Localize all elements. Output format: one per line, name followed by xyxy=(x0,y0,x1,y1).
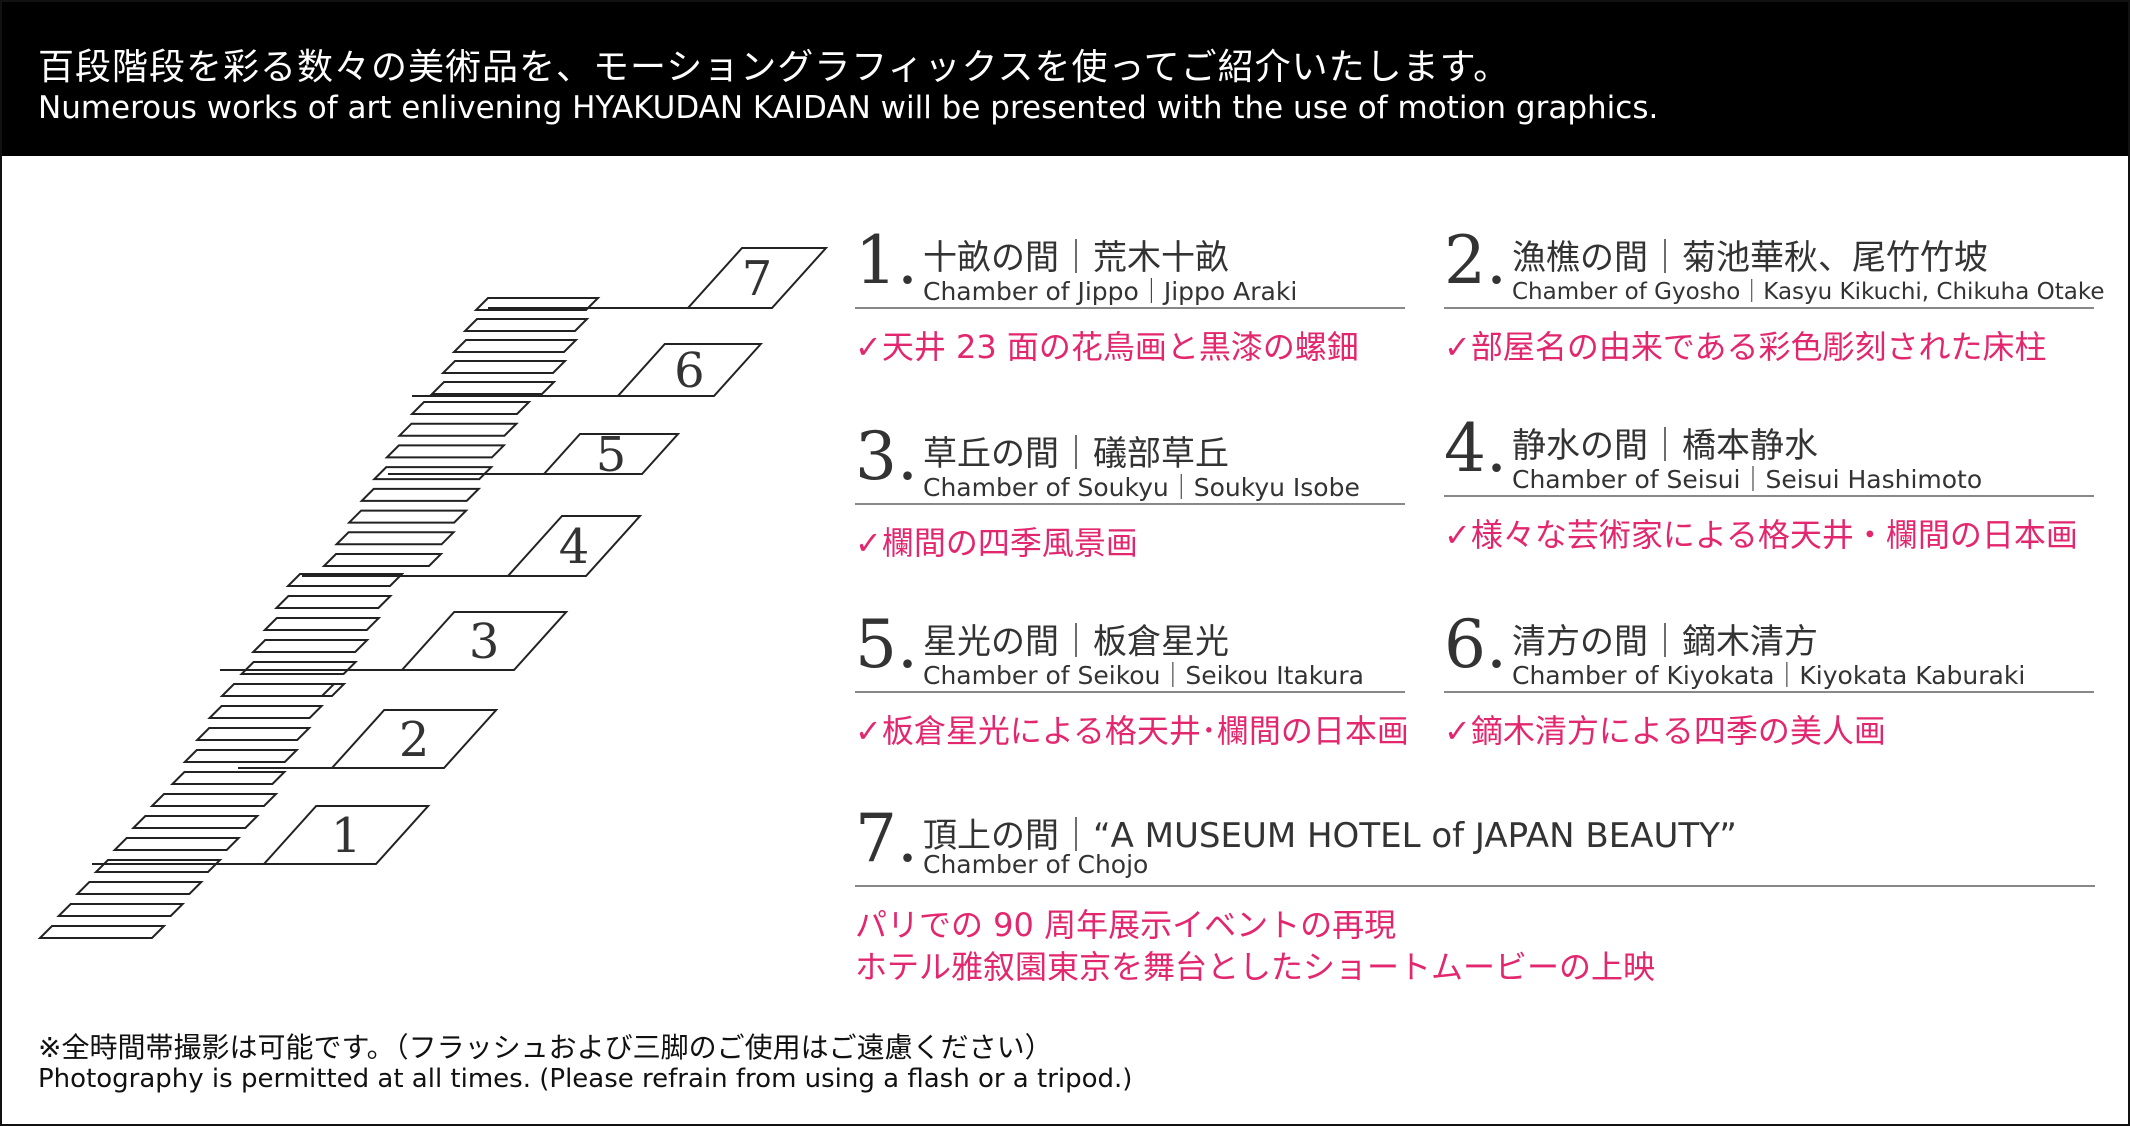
photo-note-jp: ※全時間帯撮影は可能です。（フラッシュおよび三脚のご使用はご遠慮ください） xyxy=(38,1031,1053,1064)
room-4-feature: ✓様々な芸術家による格天井・欄間の日本画 xyxy=(1444,516,2078,554)
landing-floor-6 xyxy=(615,343,764,397)
stair-step-13 xyxy=(321,553,444,567)
stair-step-17 xyxy=(250,639,370,653)
floor-number-4: 4 xyxy=(559,519,590,575)
stair-step-5 xyxy=(429,381,557,395)
room-3-number: 3. xyxy=(855,418,918,495)
floor-number-3: 3 xyxy=(469,614,500,670)
room-2-feature: ✓部屋名の由来である彩色彫刻された床柱 xyxy=(1444,328,2047,366)
stair-step-24 xyxy=(169,771,287,785)
stair-step-7 xyxy=(397,422,519,437)
room-6-title-jp: 清方の間｜鏑木清方 xyxy=(1512,622,1818,662)
room-5-divider xyxy=(855,691,1405,693)
stair-steps xyxy=(37,297,601,939)
room-1-number: 1. xyxy=(855,222,918,299)
landing-floor-1 xyxy=(261,805,431,865)
room-1-title-en: Chamber of Jippo｜Jippo Araki xyxy=(923,277,1298,306)
room-6-title-en: Chamber of Kiyokata｜Kiyokata Kaburaki xyxy=(1512,661,2026,690)
room-7-feature: パリでの 90 周年展示イベントの再現 xyxy=(855,906,1397,944)
landing-floor-4 xyxy=(505,515,643,577)
stair-step-29 xyxy=(93,859,223,873)
room-5-title-en: Chamber of Seikou｜Seikou Itakura xyxy=(923,661,1364,690)
room-2-title-en: Chamber of Gyosho｜Kasyu Kikuchi, Chikuha… xyxy=(1512,279,2105,305)
stair-step-20 xyxy=(219,683,337,697)
room-7-divider xyxy=(855,885,2095,887)
stair-step-10 xyxy=(359,487,482,502)
room-7-number: 7. xyxy=(855,800,918,877)
room-6-feature: ✓鏑木清方による四季の美人画 xyxy=(1444,712,1886,750)
room-7-title-en: Chamber of Chojo xyxy=(923,850,1149,879)
stair-step-21 xyxy=(207,705,325,719)
stair-step-3 xyxy=(451,339,579,353)
room-4-divider xyxy=(1444,495,2094,497)
stair-step-12 xyxy=(334,531,456,546)
header-title-en: Numerous works of art enlivening HYAKUDA… xyxy=(38,90,1659,126)
header-title-jp: 百段階段を彩る数々の美術品を、モーショングラフィックスを使ってご紹介いたします。 xyxy=(38,47,1511,88)
room-4-number: 4. xyxy=(1444,410,1507,487)
stair-step-32 xyxy=(37,925,167,939)
room-2-number: 2. xyxy=(1444,222,1507,299)
landing-floor-5 xyxy=(541,433,681,475)
stair-step-31 xyxy=(56,903,186,917)
stair-step-4 xyxy=(440,360,568,374)
room-5-number: 5. xyxy=(855,606,918,683)
floor-number-7: 7 xyxy=(742,251,773,307)
room-1-title-jp: 十畝の間｜荒木十畝 xyxy=(923,238,1229,278)
room-4-title-jp: 静水の間｜橋本静水 xyxy=(1512,426,1818,466)
room-3-title-jp: 草丘の間｜礒部草丘 xyxy=(923,434,1229,474)
landing-floor-3 xyxy=(399,611,569,671)
stair-step-22 xyxy=(194,727,312,741)
room-2-divider xyxy=(1444,307,2094,309)
stair-step-16 xyxy=(262,617,382,631)
stair-step-11 xyxy=(346,509,469,524)
room-6-divider xyxy=(1444,691,2094,693)
room-7-feature-2: ホテル雅叙園東京を舞台としたショートムービーの上映 xyxy=(855,948,1656,986)
room-5-feature: ✓板倉星光による格天井･欄間の日本画 xyxy=(855,712,1409,750)
room-3-title-en: Chamber of Soukyu｜Soukyu Isobe xyxy=(923,473,1360,502)
stair-step-2 xyxy=(462,318,590,332)
floor-number-1: 1 xyxy=(331,808,362,864)
room-2-title-jp: 漁樵の間｜菊池華秋、尾竹竹坡 xyxy=(1512,238,1988,278)
stair-step-8 xyxy=(384,444,507,459)
room-1-feature: ✓天井 23 面の花鳥画と黒漆の螺鈿 xyxy=(855,328,1359,366)
stair-step-15 xyxy=(273,595,393,609)
stair-step-28 xyxy=(112,837,242,851)
floor-number-2: 2 xyxy=(399,712,430,768)
stair-step-30 xyxy=(74,881,204,895)
stair-step-18 xyxy=(239,661,359,675)
stair-step-23 xyxy=(182,749,300,763)
stair-step-27 xyxy=(130,815,260,829)
room-6-number: 6. xyxy=(1444,606,1507,683)
landing-floor-7 xyxy=(685,247,829,309)
room-7-title-jp: 頂上の間｜“A MUSEUM HOTEL of JAPAN BEAUTY” xyxy=(923,816,1737,856)
room-1-divider xyxy=(855,307,1405,309)
room-4-title-en: Chamber of Seisui｜Seisui Hashimoto xyxy=(1512,465,1983,494)
photo-note-en: Photography is permitted at all times. (… xyxy=(38,1064,1133,1094)
header-banner: 百段階段を彩る数々の美術品を、モーショングラフィックスを使ってご紹介いたします。… xyxy=(2,2,2128,156)
floor-number-6: 6 xyxy=(674,343,705,399)
stair-step-26 xyxy=(149,793,279,807)
stair-step-6 xyxy=(409,401,532,415)
room-3-feature: ✓欄間の四季風景画 xyxy=(855,524,1138,562)
landing-floor-2 xyxy=(329,709,499,769)
room-5-title-jp: 星光の間｜板倉星光 xyxy=(923,622,1229,662)
room-3-divider xyxy=(855,503,1405,505)
floor-number-5: 5 xyxy=(596,427,627,483)
